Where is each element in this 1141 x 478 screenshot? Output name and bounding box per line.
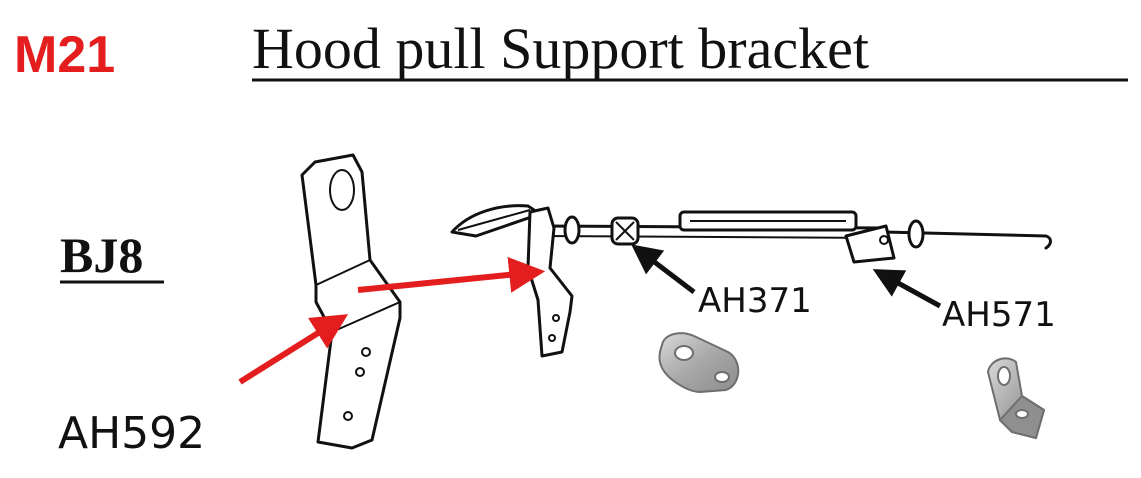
- part-label-bracket: AH592: [58, 408, 205, 459]
- arrow-to-angle-bracket: [872, 269, 942, 309]
- hood-pull-assembly-drawing: [450, 204, 1052, 358]
- arrow-to-assembly: [357, 256, 546, 293]
- page-title: Hood pull Support bracket: [252, 16, 869, 81]
- flat-plate-part: [658, 332, 740, 393]
- arrow-to-bracket: [238, 314, 349, 385]
- part-label-angle-bracket: AH571: [942, 295, 1056, 335]
- model-label: BJ8: [60, 227, 143, 283]
- part-label-clip: AH371: [698, 281, 812, 321]
- support-bracket-drawing: [300, 153, 402, 450]
- part-code-label: M21: [14, 26, 115, 84]
- angle-bracket-part: [987, 357, 1045, 439]
- arrow-to-clip: [631, 244, 696, 294]
